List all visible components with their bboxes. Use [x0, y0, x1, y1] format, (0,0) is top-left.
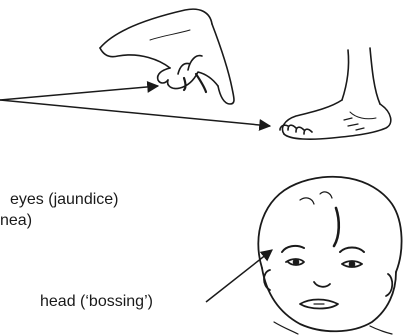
- arrow-to-foot: [0, 99, 272, 131]
- label-cornea: nea): [0, 212, 33, 229]
- pointer-arrows: [0, 80, 273, 303]
- pointing-hand-icon: [99, 8, 235, 105]
- label-head-bossing: head (‘bossing’): [40, 293, 153, 310]
- arrow-to-head: [205, 249, 273, 303]
- arrow-to-hand: [0, 80, 160, 101]
- foot-icon: [279, 47, 392, 140]
- label-eyes-jaundice: eyes (jaundice): [10, 191, 119, 208]
- child-face-icon: [257, 175, 403, 335]
